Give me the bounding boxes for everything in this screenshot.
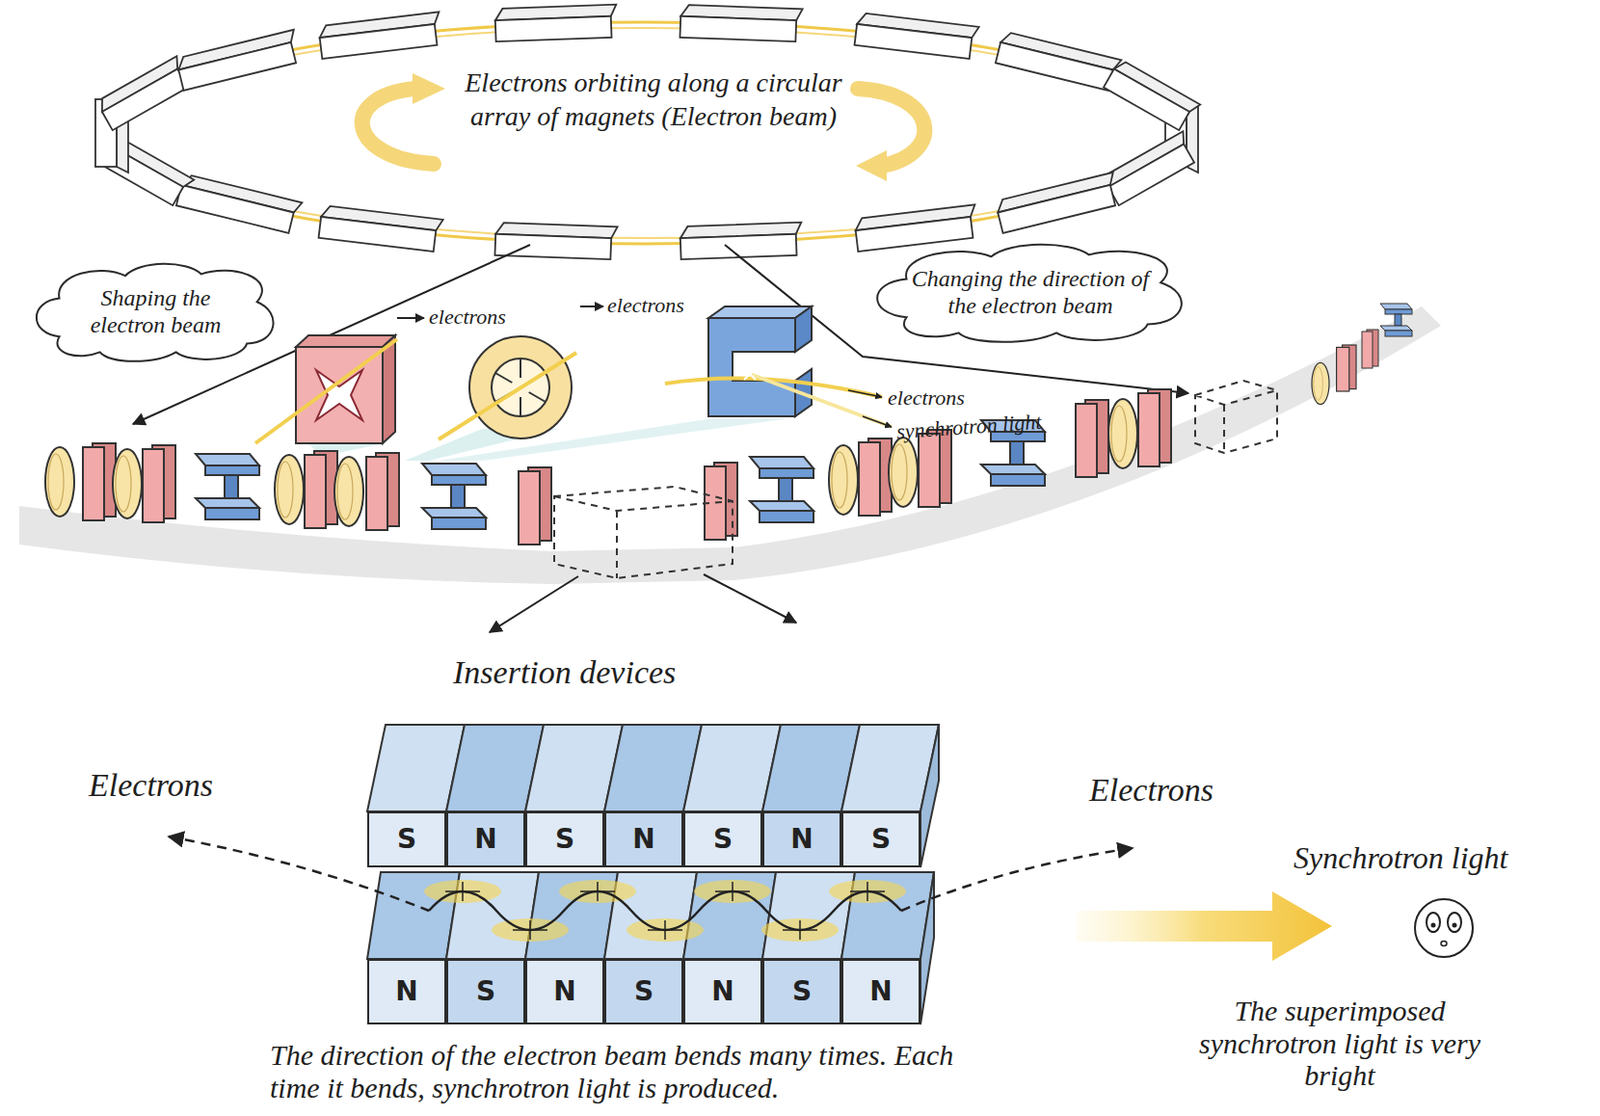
pole-letter: S: [555, 824, 575, 855]
light-label: Synchrotron light: [1293, 840, 1509, 877]
storage-ring: [95, 4, 1200, 261]
ring-caption: Electrons orbiting along a circular arra…: [460, 65, 847, 134]
pole-letter: N: [632, 824, 655, 855]
magnet-pole: S: [762, 959, 842, 1025]
caption-note: The direction of the electron beam bends…: [269, 1039, 984, 1104]
quadrupole-magnet: [255, 318, 425, 444]
magnet-pole: S: [525, 811, 605, 868]
label-anchor: electrons: [887, 385, 965, 410]
pole-letter: N: [474, 824, 497, 855]
pole-letter: S: [634, 976, 654, 1008]
magnet-pole: S: [367, 811, 447, 868]
magnet-lattice: [45, 303, 1413, 633]
pole-letter: N: [790, 824, 813, 855]
pole-letter: N: [869, 976, 892, 1008]
face-icon: [1414, 899, 1473, 958]
beam-label: electrons: [428, 304, 507, 329]
beam-label: electrons: [607, 293, 685, 318]
magnet-pole: N: [762, 811, 842, 868]
magnet-pole: S: [683, 811, 763, 868]
label-anchor: electrons: [607, 293, 685, 318]
cloud-shape: [877, 244, 1182, 343]
pole-letter: N: [553, 976, 576, 1008]
undulator-magnets: [367, 724, 939, 1025]
label-anchor: synchrotron light: [895, 409, 1042, 445]
label-anchor: The direction of the electron beam bends…: [269, 1039, 984, 1104]
label-anchor: electrons: [428, 304, 507, 329]
label-anchor: The superimposed synchrotron light is ve…: [1180, 994, 1499, 1093]
ring-region: Electrons orbiting along a circular arra…: [96, 4, 1205, 261]
magnet-pole: N: [841, 959, 921, 1025]
pole-letter: N: [711, 976, 734, 1008]
pole-letter: S: [397, 824, 417, 855]
label-anchor: Synchrotron light: [1293, 840, 1509, 877]
section-heading: Insertion devices: [453, 653, 676, 692]
callout-cloud: Changing the direction of the electron b…: [867, 240, 1194, 345]
pole-letter: S: [792, 976, 812, 1008]
magnet-pole: N: [446, 811, 526, 868]
label-anchor: Electrons: [88, 766, 214, 804]
dipole-magnet: [665, 306, 892, 427]
caption-note: The superimposed synchrotron light is ve…: [1180, 994, 1499, 1093]
magnet-pole: S: [604, 959, 684, 1025]
magnet-pole: N: [525, 959, 605, 1025]
magnet-pole: S: [841, 811, 921, 868]
callout-cloud: Shaping the electron beam: [28, 260, 283, 364]
magnet-pole: S: [446, 959, 526, 1025]
callout-text: Changing the direction of the electron b…: [909, 266, 1151, 320]
magnet-pole: N: [367, 959, 447, 1025]
beam-label: Electrons: [88, 766, 214, 804]
beam-label: Electrons: [1089, 771, 1214, 809]
pole-letter: N: [395, 976, 418, 1008]
label-anchor: Electrons: [1089, 771, 1214, 809]
pole-letter: S: [476, 976, 496, 1008]
light-arrow: [1076, 891, 1333, 961]
magnet-pole: N: [683, 959, 763, 1025]
callout-text: Shaping the electron beam: [71, 285, 240, 339]
pole-letter: S: [713, 824, 733, 855]
beam-label: electrons: [887, 385, 965, 410]
light-label: synchrotron light: [895, 409, 1042, 445]
cloud-shape: [36, 264, 274, 362]
pole-letter: S: [871, 824, 891, 855]
label-anchor: Insertion devices: [453, 653, 676, 692]
magnet-pole: N: [604, 811, 684, 868]
